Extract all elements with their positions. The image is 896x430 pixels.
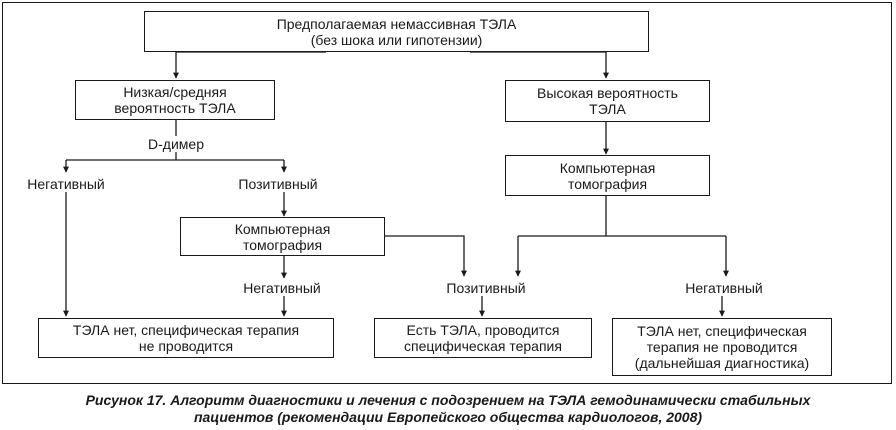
node-start-line-2: (без шока или гипотензии) — [310, 31, 483, 48]
node-start: Предполагаемая немассивная ТЭЛА (без шок… — [144, 11, 649, 52]
node-ct-right: Компьютерная томография — [505, 155, 710, 196]
node-ct-left: Компьютерная томография — [180, 217, 385, 256]
figure-caption: Рисунок 17. Алгоритм диагностики и лечен… — [0, 392, 896, 426]
label-d-dimer-positive: Позитивный — [236, 176, 320, 192]
node-ct-right-line-1: Компьютерная — [559, 159, 656, 176]
figure-caption-line-2: пациентов (рекомендации Европейского общ… — [193, 409, 703, 425]
connector-start-to-low — [173, 51, 326, 79]
figure-caption-line-1: Рисунок 17. Алгоритм диагностики и лечен… — [85, 392, 811, 408]
node-outcome-mid-line-2: специфическая терапия — [404, 338, 562, 354]
node-ct-right-line-2: томография — [567, 175, 648, 192]
node-ct-left-line-2: томография — [242, 236, 323, 253]
label-ct-left-negative: Негативный — [241, 280, 323, 296]
connector-start-to-high — [470, 51, 609, 79]
node-ct-left-line-1: Компьютерная — [234, 220, 331, 237]
node-outcome-left-line-1: ТЭЛА нет, специфическая терапия — [72, 322, 300, 338]
label-ct-right-negative: Негативный — [683, 280, 765, 296]
node-outcome-left-line-2: не проводится — [138, 338, 234, 354]
label-d-dimer-negative: Негативный — [25, 176, 107, 192]
node-outcome-mid-line-1: Есть ТЭЛА, проводится — [406, 322, 560, 338]
connector-ct-left-to-positive — [384, 235, 467, 277]
node-outcome-right-line-3: (дальнейшая диагностика) — [634, 355, 810, 371]
node-low-probability-line-1: Низкая/средняя — [123, 84, 227, 100]
diagram-frame — [2, 2, 892, 384]
node-outcome-no-pe-right: ТЭЛА нет, специфическая терапия не прово… — [612, 318, 832, 376]
node-outcome-no-pe-left: ТЭЛА нет, специфическая терапия не прово… — [38, 318, 334, 358]
node-high-probability: Высокая вероятность ТЭЛА — [505, 80, 710, 122]
node-high-probability-line-2: ТЭЛА — [589, 101, 626, 117]
node-low-probability-line-2: вероятность ТЭЛА — [114, 100, 236, 116]
label-d-dimer: D-димер — [146, 136, 206, 152]
node-high-probability-line-1: Высокая вероятность — [537, 85, 678, 101]
node-start-line-1: Предполагаемая немассивная ТЭЛА — [276, 15, 517, 32]
node-outcome-right-line-2: терапия не проводится — [646, 339, 798, 355]
node-low-probability: Низкая/средняя вероятность ТЭЛА — [75, 80, 275, 120]
label-ct-positive: Позитивный — [444, 280, 528, 296]
node-outcome-right-line-1: ТЭЛА нет, специфическая — [637, 323, 807, 339]
node-outcome-pe-present: Есть ТЭЛА, проводится специфическая тера… — [374, 318, 592, 358]
